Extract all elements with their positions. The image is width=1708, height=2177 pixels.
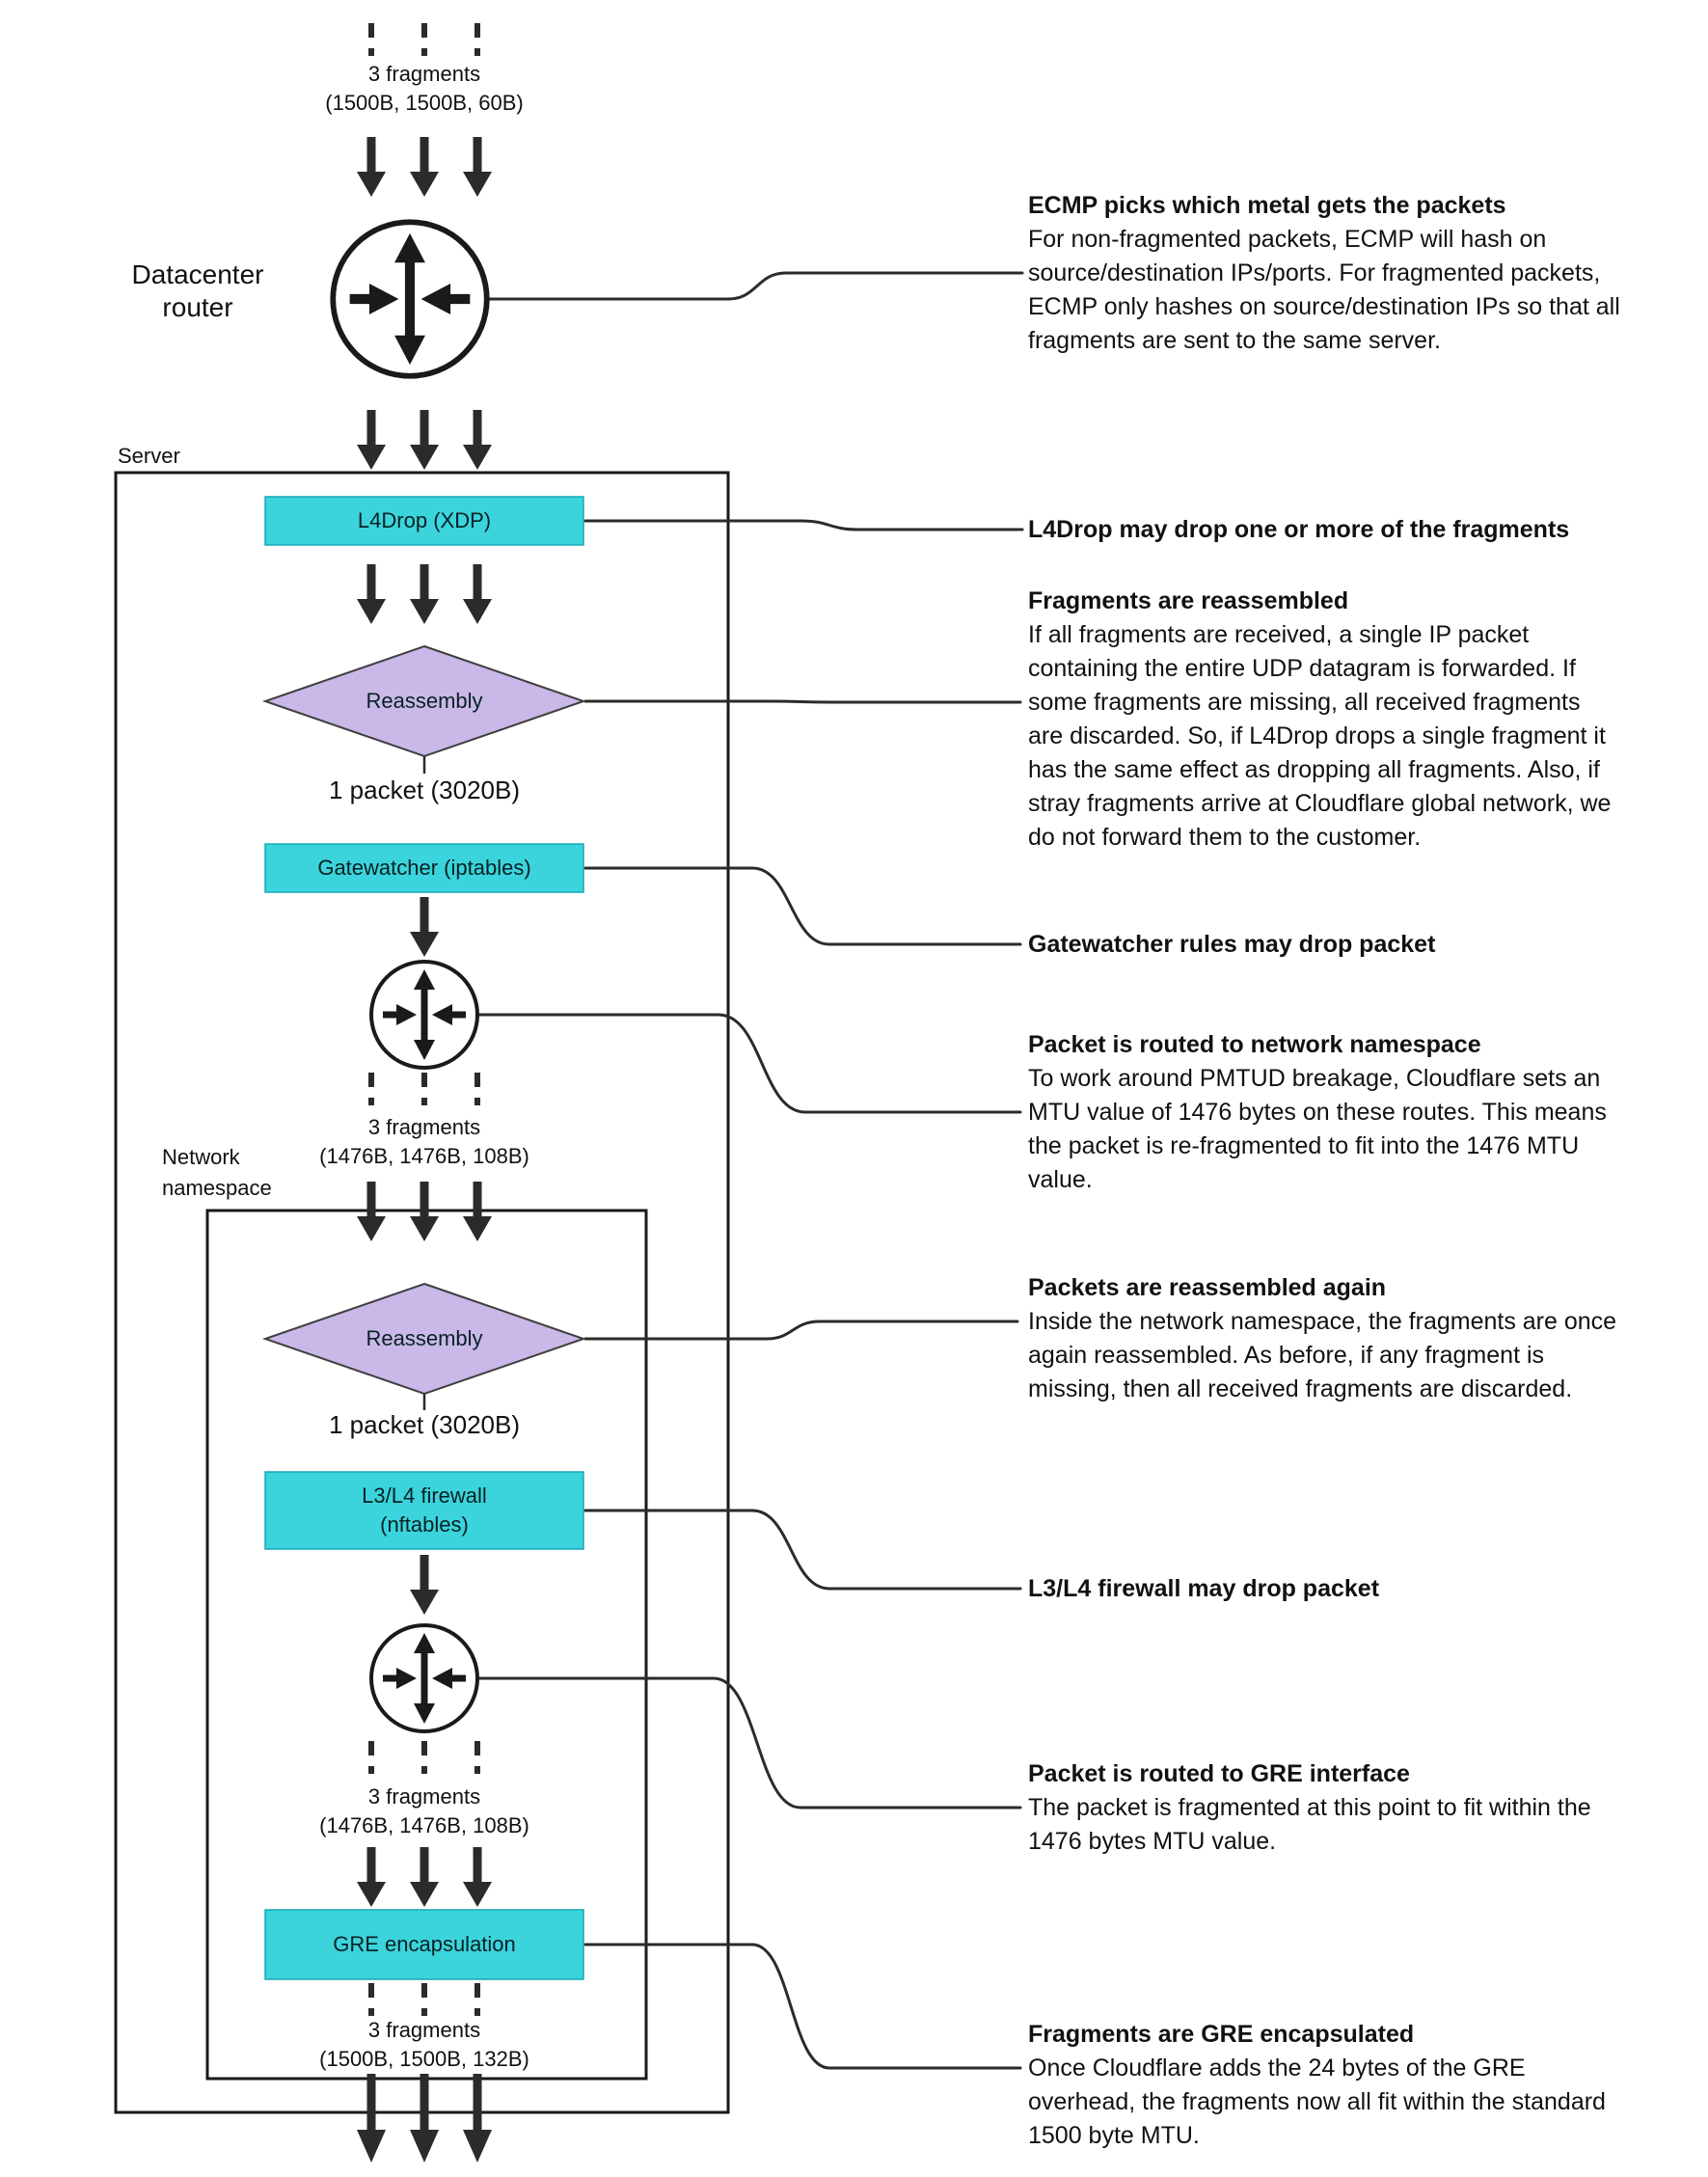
- down-arrow: [357, 1847, 386, 1907]
- gatewatcher-box: [264, 843, 584, 893]
- down-arrow: [357, 137, 386, 197]
- gre-encapsulation-label: GRE encapsulation: [333, 1932, 516, 1956]
- server-label: Server: [118, 444, 180, 468]
- down-arrow: [410, 410, 439, 470]
- annotation-title: Gatewatcher rules may drop packet: [1028, 931, 1436, 958]
- fragments-mid-sizes: (1476B, 1476B, 108B): [319, 1144, 529, 1168]
- connector-line-l3l4: [583, 1509, 1022, 1591]
- fragments-bottom-sizes: (1500B, 1500B, 132B): [319, 2047, 529, 2071]
- down-arrow: [463, 564, 492, 624]
- down-arrow: [410, 1847, 439, 1907]
- datacenter-router-label: Datacenter router: [131, 259, 264, 322]
- down-arrow: [410, 897, 439, 957]
- annotation-title: Packet is routed to network namespace: [1028, 1031, 1481, 1058]
- annotation-title: L4Drop may drop one or more of the fragm…: [1028, 516, 1570, 543]
- router-icon: [371, 962, 477, 1068]
- annotation-title: Fragments are reassembled: [1028, 587, 1349, 614]
- fragments-top-sizes: (1500B, 1500B, 60B): [325, 91, 524, 115]
- down-arrow: [357, 564, 386, 624]
- down-arrow: [357, 410, 386, 470]
- reassembly2-label: Reassembly: [366, 1326, 483, 1350]
- annotation-title: L3/L4 firewall may drop packet: [1028, 1575, 1380, 1602]
- connector-line-l4drop: [583, 519, 1024, 531]
- down-arrow: [410, 1555, 439, 1615]
- annotation-title: Fragments are GRE encapsulated: [1028, 2021, 1415, 2048]
- annotation-l4drop: L4Drop may drop one or more of the fragm…: [1028, 513, 1703, 547]
- network-namespace-label: Network namespace: [162, 1145, 272, 1200]
- gatewatcher-label: Gatewatcher (iptables): [317, 856, 531, 880]
- exit-arrows: [357, 2074, 492, 2163]
- down-arrow: [463, 410, 492, 470]
- annotation-body: Inside the network namespace, the fragme…: [1028, 1308, 1617, 1402]
- annotation-gre-route: Packet is routed to GRE interface The pa…: [1028, 1757, 1703, 1859]
- fragments-pre-gre-label: 3 fragments: [367, 1784, 481, 1809]
- annotation-title: ECMP picks which metal gets the packets: [1028, 192, 1506, 219]
- annotation-reassembled-again: Packets are reassembled again Inside the…: [1028, 1271, 1703, 1406]
- l3l4-firewall-label: L3/L4 firewall (nftables): [362, 1483, 487, 1537]
- fragments-top-label: 3 fragments: [367, 62, 481, 86]
- l4drop-box: [264, 496, 584, 546]
- connector-line-netns-route: [477, 1013, 1022, 1114]
- annotation-body: To work around PMTUD breakage, Cloudflar…: [1028, 1065, 1607, 1193]
- annotation-body: For non-fragmented packets, ECMP will ha…: [1028, 226, 1620, 354]
- annotation-title: Packet is routed to GRE interface: [1028, 1760, 1410, 1787]
- down-arrow: [463, 137, 492, 197]
- down-arrow: [410, 137, 439, 197]
- annotation-body: The packet is fragmented at this point t…: [1028, 1794, 1591, 1855]
- annotation-body: Once Cloudflare adds the 24 bytes of the…: [1028, 2055, 1606, 2149]
- annotation-reassembled: Fragments are reassembled If all fragmen…: [1028, 585, 1703, 855]
- annotation-gre-encap: Fragments are GRE encapsulated Once Clou…: [1028, 2018, 1703, 2153]
- reassembly-label: Reassembly: [366, 689, 483, 713]
- router-icon: [371, 1625, 477, 1731]
- connector-line-gre-route: [477, 1676, 1022, 1810]
- packet2-label: 1 packet (3020B): [328, 1410, 521, 1439]
- connector-line-reassembly: [583, 699, 1022, 704]
- router-icon: [333, 222, 487, 376]
- l4drop-label: L4Drop (XDP): [357, 508, 492, 532]
- connector-line-reassembly2: [583, 1320, 1019, 1341]
- connector-line-ecmp: [487, 271, 1024, 301]
- annotation-body: If all fragments are received, a single …: [1028, 621, 1612, 851]
- annotation-title: Packets are reassembled again: [1028, 1274, 1387, 1301]
- down-arrow: [463, 1847, 492, 1907]
- annotation-l3l4: L3/L4 firewall may drop packet: [1028, 1572, 1703, 1606]
- connector-line-gatewatcher: [583, 866, 1022, 946]
- gre-encapsulation-box: [264, 1909, 584, 1980]
- connector-line-gre-encap: [583, 1943, 1022, 2070]
- fragments-pre-gre-sizes: (1476B, 1476B, 108B): [319, 1813, 529, 1837]
- fragments-bottom-label: 3 fragments: [367, 2018, 481, 2042]
- packet-label: 1 packet (3020B): [328, 776, 521, 804]
- fragments-mid-label: 3 fragments: [367, 1115, 481, 1139]
- annotation-gatewatcher: Gatewatcher rules may drop packet: [1028, 928, 1703, 962]
- down-arrow: [410, 564, 439, 624]
- l3l4-firewall-box: [264, 1471, 584, 1550]
- annotation-ecmp: ECMP picks which metal gets the packets …: [1028, 189, 1703, 358]
- annotation-netns-route: Packet is routed to network namespace To…: [1028, 1028, 1703, 1197]
